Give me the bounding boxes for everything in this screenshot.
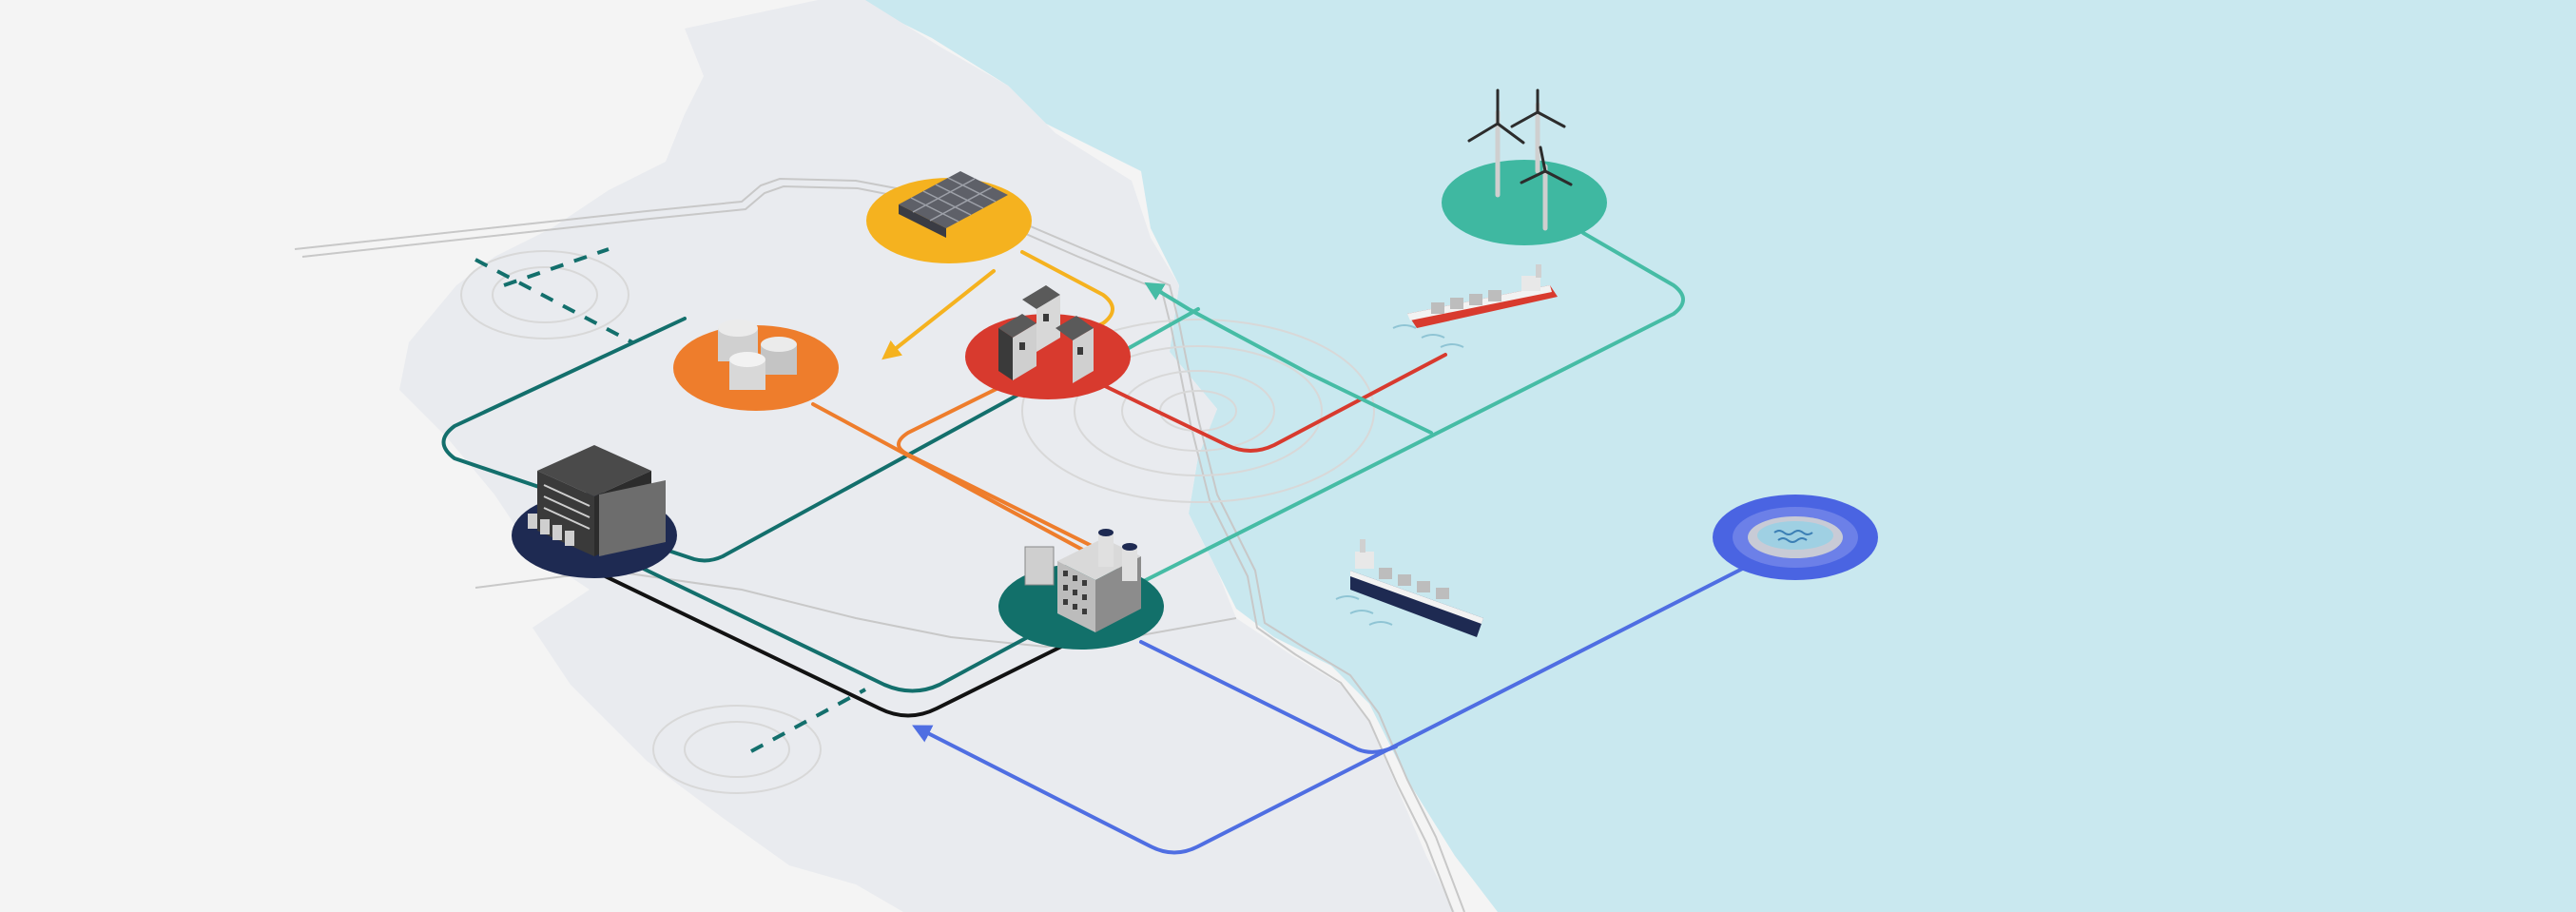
ship-tanker-red: [1392, 264, 1558, 348]
node-households: [965, 285, 1131, 399]
node-solar-park: [866, 171, 1032, 263]
solar-panel-icon: [899, 171, 1008, 238]
water-reservoir-icon: [1748, 516, 1843, 558]
industrial-plant-icon: [528, 445, 666, 556]
connection-lines: [441, 231, 1759, 855]
node-power-plant: [998, 529, 1164, 650]
node-industrial-plant: [512, 445, 677, 578]
tanker-ship-icon: [1392, 264, 1558, 348]
ship-tanker-navy: [1335, 539, 1483, 637]
storage-tank-icon: [718, 320, 797, 390]
tanker-ship-icon: [1335, 539, 1483, 637]
ripple-rings-upper: [460, 250, 629, 340]
land-region: [399, 0, 1455, 912]
power-plant-icon: [1024, 529, 1141, 632]
node-offshore-wind: [1442, 88, 1607, 245]
sea-area: [856, 0, 2576, 912]
node-offshore-storage: [1713, 495, 1878, 580]
wind-turbine-icon: [1467, 88, 1573, 231]
node-storage-tanks: [673, 320, 839, 411]
house-icon: [998, 285, 1094, 383]
ripple-rings-lower: [652, 705, 822, 794]
dashed-pipelines: [475, 247, 866, 753]
